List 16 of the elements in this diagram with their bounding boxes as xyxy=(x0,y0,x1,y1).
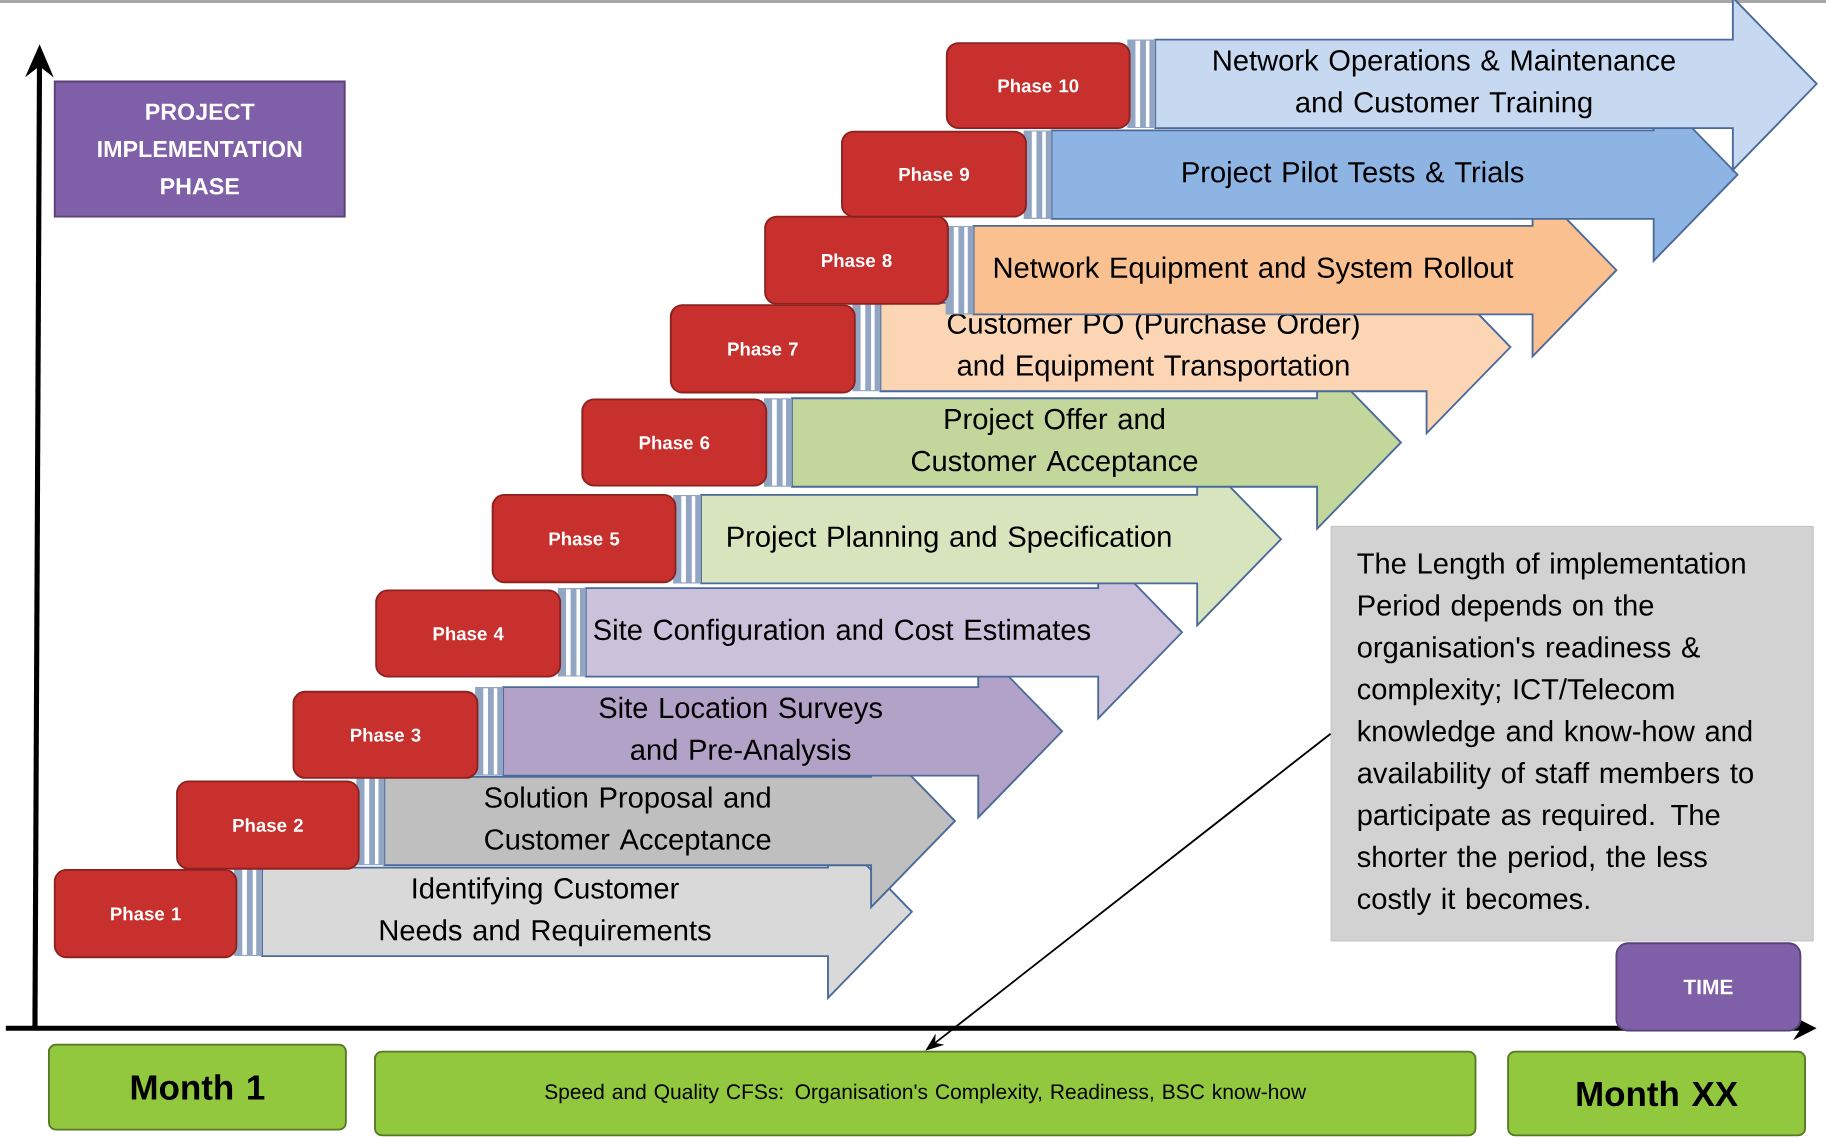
factors-bar: Speed and Quality CFSs: Organisation's Complexity, Readiness, BSC know-how xyxy=(374,1050,1477,1137)
phase-box: Phase 6 xyxy=(581,398,768,487)
phase-box: Phase 2 xyxy=(176,780,360,870)
phase-box: Phase 8 xyxy=(764,215,949,305)
phase-box: Phase 3 xyxy=(292,690,479,779)
month-box: Month 1 xyxy=(48,1043,347,1131)
phase-box: Phase 5 xyxy=(491,494,677,584)
phase-box: Phase 1 xyxy=(53,869,238,959)
phase-box: Phase 9 xyxy=(841,130,1027,218)
phase-box: Phase 4 xyxy=(375,589,562,678)
time-box: TIME xyxy=(1615,942,1802,1032)
title-box: PROJECT IMPLEMENTATION PHASE xyxy=(53,80,346,218)
month-box: Month XX xyxy=(1507,1050,1806,1137)
note-box: The Length of implementation Period depends on the organisation's readiness & complexity; ICT/Telecom knowledge and know-how and availability of staff members to participate as required. The shorter the period, the less costly it becomes. xyxy=(1330,525,1814,942)
phase-box: Phase 10 xyxy=(945,42,1131,130)
phase-box: Phase 7 xyxy=(669,304,856,394)
